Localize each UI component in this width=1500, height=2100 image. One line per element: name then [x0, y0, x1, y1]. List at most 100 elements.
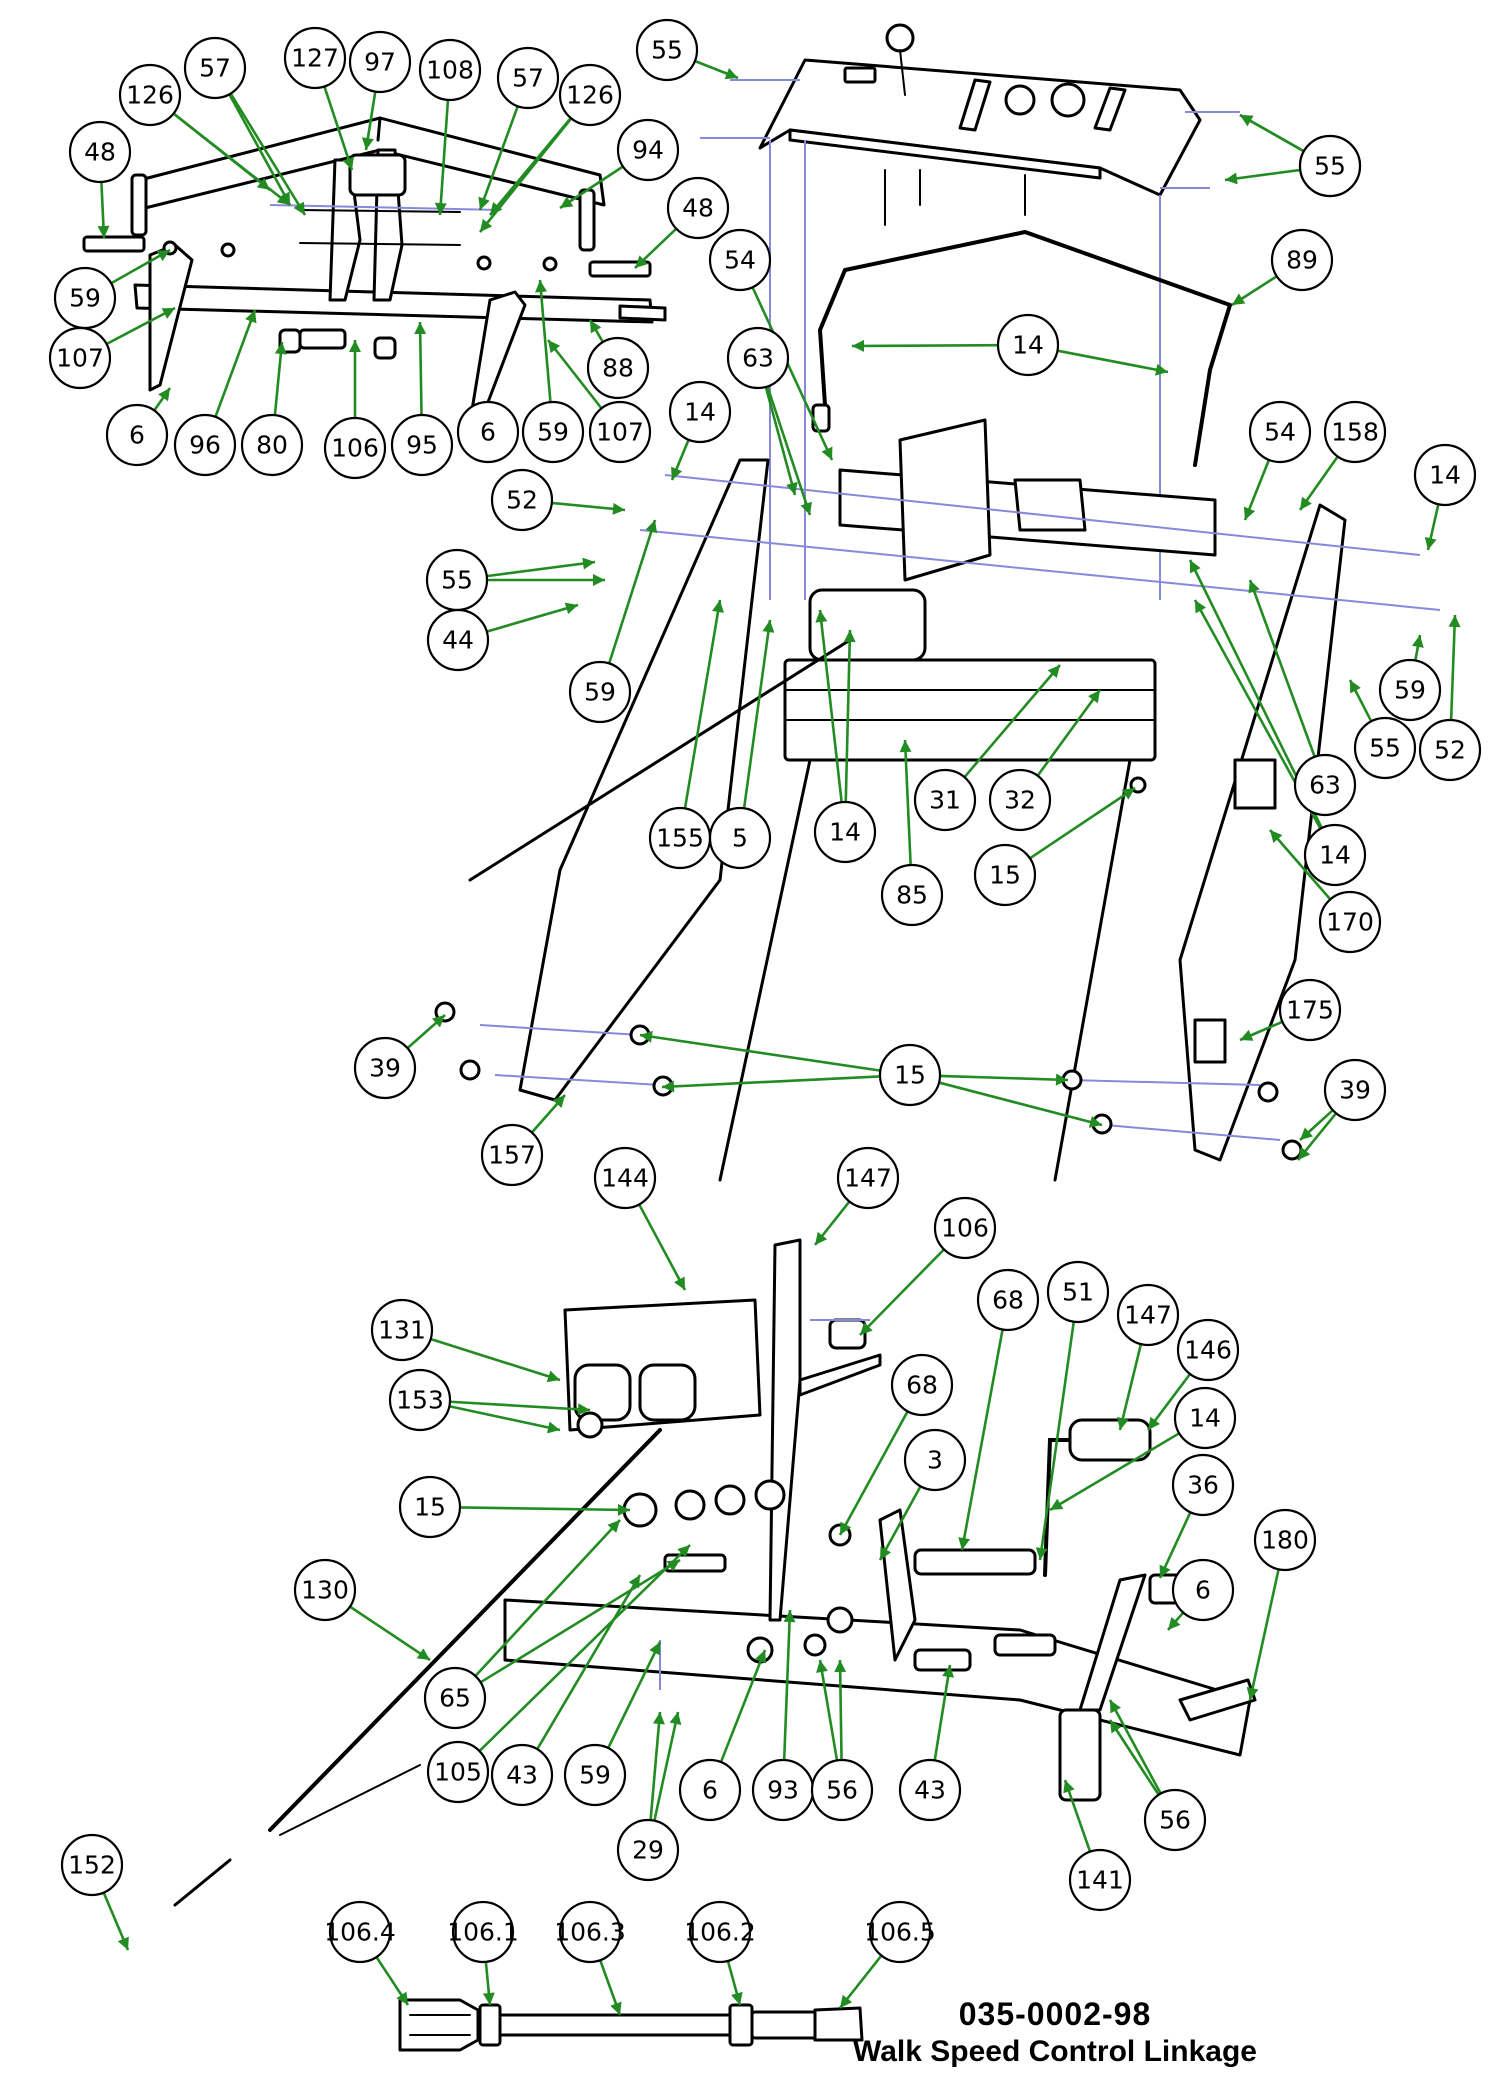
callout-balloon: 14 — [1173, 1386, 1237, 1450]
callout-label: 106.3 — [554, 1918, 626, 1947]
callout-label: 155 — [656, 824, 704, 853]
leader-arrowhead — [1240, 115, 1254, 127]
callout-label: 36 — [1187, 1471, 1219, 1500]
leader-line — [878, 1485, 922, 1561]
leader-arrowhead — [1189, 560, 1201, 574]
callout-balloon: 68 — [976, 1268, 1040, 1332]
callout-balloon: 141 — [1068, 1848, 1132, 1912]
leader-arrowhead — [731, 1991, 743, 2005]
leader-line — [1029, 786, 1136, 860]
callout-circle — [348, 30, 412, 94]
leader-line — [273, 341, 284, 416]
callout-circle — [490, 468, 554, 532]
callout-label: 54 — [1264, 418, 1296, 447]
callout-label: 14 — [1319, 841, 1351, 870]
callout-balloon: 147 — [1116, 1283, 1180, 1347]
leader-arrowhead — [432, 1015, 445, 1028]
callout-balloon: 15 — [878, 1043, 942, 1107]
leader-arrowhead — [1350, 680, 1361, 694]
leader-arrowhead — [840, 1994, 853, 2008]
callout-circle — [933, 1196, 997, 1260]
leader-line — [536, 1574, 642, 1750]
callout-balloon: 106.4 — [324, 1900, 396, 1964]
callout-balloon: 152 — [60, 1833, 124, 1897]
callout-balloon: 39 — [1323, 1058, 1387, 1122]
callout-balloon: 15 — [398, 1475, 462, 1539]
callout-circle — [558, 1900, 622, 1964]
callout-label: 14 — [1012, 331, 1044, 360]
leader-arrowhead — [755, 1650, 767, 1664]
leader-arrowhead — [577, 1403, 590, 1416]
leader-line — [229, 92, 307, 216]
handlebar-subassembly — [82, 116, 667, 412]
callout-balloon: 15 — [973, 843, 1037, 907]
leader-line — [1239, 113, 1305, 153]
callout-balloon: 130 — [293, 1558, 357, 1622]
leader-line — [459, 1506, 631, 1512]
callout-balloon: 157 — [480, 1123, 544, 1187]
leader-arrowhead — [1300, 496, 1312, 510]
callout-balloon: 108 — [418, 38, 482, 102]
callout-circle — [293, 1558, 357, 1622]
leader-line — [538, 279, 552, 403]
callout-balloon: 131 — [370, 1298, 434, 1362]
drawing-number: 035-0002-98 — [958, 1996, 1152, 2032]
callout-circle — [105, 403, 169, 467]
callout-label: 55 — [1314, 152, 1346, 181]
callout-label: 6 — [129, 421, 145, 450]
leader-line — [1118, 1343, 1143, 1431]
callout-balloon: 44 — [426, 608, 490, 672]
leader-arrowhead — [478, 196, 490, 210]
leader-arrowhead — [480, 218, 493, 232]
callout-circle — [586, 336, 650, 400]
callout-label: 180 — [1261, 1526, 1309, 1555]
leader-arrowhead — [1121, 788, 1135, 800]
leader-line — [1248, 1569, 1280, 1701]
callout-label: 65 — [439, 1684, 471, 1713]
callout-balloon: 31 — [913, 768, 977, 832]
leader-arrowhead — [1110, 1700, 1121, 1714]
leader-arrowhead — [547, 1421, 560, 1434]
callout-balloon: 88 — [586, 336, 650, 400]
leader-line — [546, 339, 603, 410]
drawing-name: Walk Speed Control Linkage — [853, 2035, 1257, 2068]
leader-arrowhead — [1050, 1498, 1064, 1510]
callout-circle — [868, 1900, 932, 1964]
callout-balloon: 80 — [240, 413, 304, 477]
callout-label: 108 — [426, 56, 474, 85]
callout-balloon: 52 — [490, 468, 554, 532]
leader-arrowhead — [416, 1648, 430, 1660]
leader-line — [418, 321, 423, 416]
leader-line — [1449, 614, 1457, 721]
leader-arrowhead — [852, 339, 865, 352]
leader-line — [653, 1711, 680, 1821]
leader-line — [474, 1519, 621, 1677]
leader-arrowhead — [482, 1992, 495, 2005]
leader-arrowhead — [610, 2001, 622, 2015]
callout-label: 14 — [684, 398, 716, 427]
leader-arrowhead — [762, 620, 775, 633]
leader-arrowhead — [293, 201, 305, 215]
callout-circle — [1293, 753, 1357, 817]
leader-arrowhead — [1270, 830, 1283, 843]
callout-label: 59 — [1394, 676, 1426, 705]
callout-circle — [60, 1833, 124, 1897]
leader-arrowhead — [156, 250, 170, 262]
callout-circle — [593, 1146, 657, 1210]
callout-balloon: 43 — [898, 1758, 962, 1822]
leader-arrowhead — [662, 1080, 675, 1093]
callout-circle — [880, 863, 944, 927]
leader-arrowhead — [674, 1276, 685, 1290]
callout-circle — [976, 1268, 1040, 1332]
leader-arrowhead — [548, 340, 561, 354]
callout-balloon: 6 — [456, 400, 520, 464]
callout-balloon: 39 — [353, 1036, 417, 1100]
main-frame — [434, 418, 1441, 1182]
leader-arrowhead — [652, 1712, 665, 1725]
callout-circle — [388, 1368, 452, 1432]
callout-circle — [353, 1036, 417, 1100]
callout-balloon: 107 — [48, 326, 112, 390]
title-block: 035-0002-98 Walk Speed Control Linkage — [820, 1995, 1290, 2071]
callout-balloon: 97 — [348, 30, 412, 94]
callout-label: 59 — [537, 418, 569, 447]
